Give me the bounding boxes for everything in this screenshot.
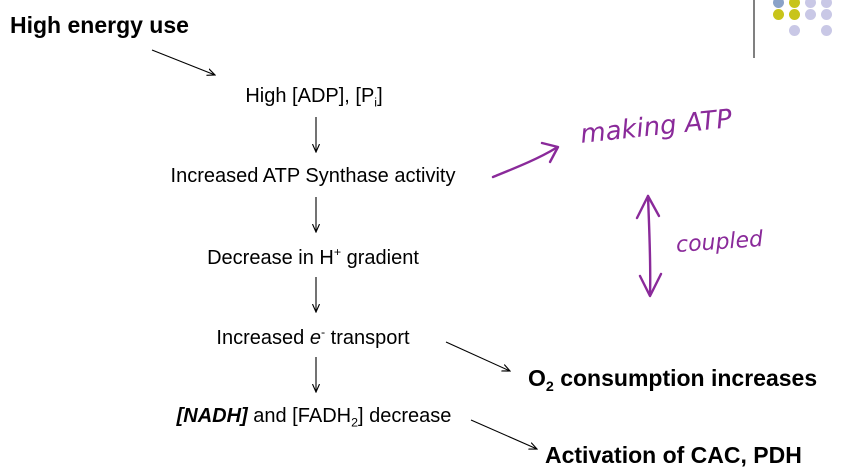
hand-arrowhead-making-atp (540, 141, 560, 164)
step-h-gradient: Decrease in H+ gradient (207, 245, 419, 270)
arrow-to-cac (470, 419, 537, 449)
decor-dot (805, 0, 816, 8)
outcome-activation-cac-pdh: Activation of CAC, PDH (545, 442, 802, 468)
decor-dot (773, 9, 784, 20)
decor-dot (773, 0, 784, 8)
decor-dot (821, 0, 832, 8)
step-e-transport: Increased e- transport (216, 325, 410, 350)
hand-arrowhead-down (638, 272, 663, 298)
step-nadh-fadh2: [NADH] and [FADH2] decrease (176, 405, 452, 430)
decor-dot (789, 9, 800, 20)
arrow-to-o2 (445, 341, 510, 371)
step-atp-synthase: Increased ATP Synthase activity (170, 165, 456, 187)
hand-double-arrow (646, 194, 652, 297)
decor-dot (805, 9, 816, 20)
step-high-adp: High [ADP], [Pi] (245, 85, 383, 110)
outcome-o2-consumption: O2 consumption increases (528, 365, 818, 395)
decor-dot (789, 25, 800, 36)
decor-dot (789, 0, 800, 8)
decor-dot (821, 9, 832, 20)
page-title: High energy use (10, 12, 189, 38)
hand-arrowhead-up (635, 194, 661, 220)
hand-arrow-making-atp (491, 146, 558, 179)
arrow-title-to-adp (151, 49, 215, 75)
decor-dot (821, 25, 832, 36)
